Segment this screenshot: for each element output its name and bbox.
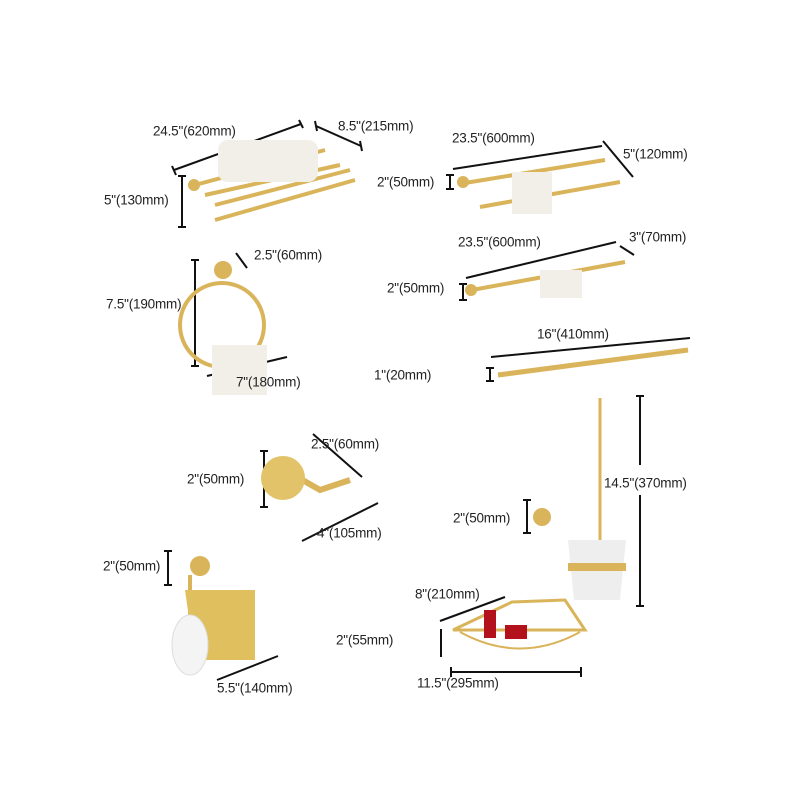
dim-label: 16"(410mm) bbox=[537, 326, 609, 342]
dim-label: 2"(50mm) bbox=[103, 558, 161, 574]
dim-label: 2.5"(60mm) bbox=[254, 247, 323, 263]
dim-label: 7.5"(190mm) bbox=[106, 296, 182, 312]
hook-base bbox=[261, 456, 305, 500]
dim-label: 8.5"(215mm) bbox=[338, 118, 414, 134]
dim-label: 8"(210mm) bbox=[415, 586, 480, 602]
dim-label: 23.5"(600mm) bbox=[452, 130, 535, 146]
dim-label: 2.5"(60mm) bbox=[311, 436, 380, 452]
dim-label: 14.5"(370mm) bbox=[604, 475, 687, 491]
ring-mount bbox=[214, 261, 232, 279]
dim-label: 2"(55mm) bbox=[336, 632, 394, 648]
dim-label: 5"(120mm) bbox=[623, 146, 688, 162]
dim-label: 11.5"(295mm) bbox=[417, 675, 499, 691]
dim-label: 3"(70mm) bbox=[629, 229, 687, 245]
dim-label: 5.5"(140mm) bbox=[217, 680, 293, 696]
dim-label: 23.5"(600mm) bbox=[458, 234, 541, 250]
dim-label: 2"(50mm) bbox=[377, 174, 435, 190]
dimension-lines bbox=[164, 119, 691, 681]
dim-label: 4"(105mm) bbox=[317, 525, 382, 541]
fixture-details bbox=[171, 140, 626, 676]
dim-label: 2"(50mm) bbox=[387, 280, 445, 296]
folded-towel bbox=[218, 140, 318, 182]
dim-label: 1"(20mm) bbox=[374, 367, 432, 383]
dim-label: 24.5"(620mm) bbox=[153, 123, 236, 139]
dim-label: 7"(180mm) bbox=[236, 374, 301, 390]
dim-label: 5"(130mm) bbox=[104, 192, 169, 208]
dim-label: 2"(50mm) bbox=[453, 510, 511, 526]
dim-label: 2"(50mm) bbox=[187, 471, 245, 487]
